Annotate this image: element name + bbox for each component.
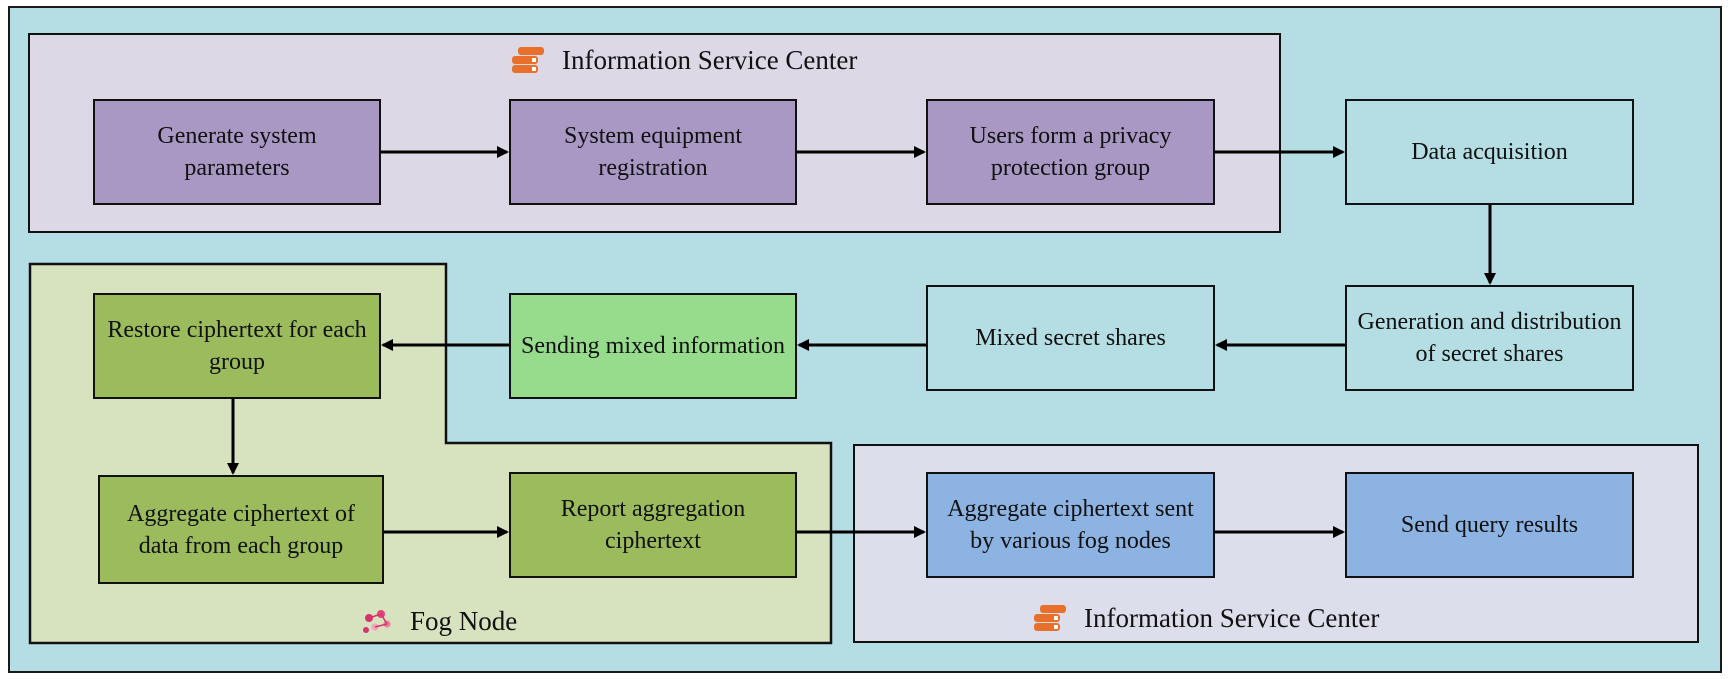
node-report-aggregation-ciphertext: Report aggregation ciphertext bbox=[509, 472, 797, 578]
node-aggregate-group-ciphertext: Aggregate ciphertext of data from each g… bbox=[98, 475, 384, 584]
node-generation-distribution-secret-shares: Generation and distribution of secret sh… bbox=[1345, 285, 1634, 391]
node-generate-system-parameters: Generate system parameters bbox=[93, 99, 381, 205]
node-mixed-secret-shares: Mixed secret shares bbox=[926, 285, 1215, 391]
node-data-acquisition: Data acquisition bbox=[1345, 99, 1634, 205]
fog-panel-title-text: Fog Node bbox=[410, 605, 518, 636]
node-system-equipment-registration: System equipment registration bbox=[509, 99, 797, 205]
node-sending-mixed-information: Sending mixed information bbox=[509, 293, 797, 399]
server-stack-icon bbox=[512, 47, 544, 73]
node-send-query-results: Send query results bbox=[1345, 472, 1634, 578]
node-privacy-protection-group: Users form a privacy protection group bbox=[926, 99, 1215, 205]
fog-panel-title: Fog Node bbox=[360, 601, 517, 641]
top-panel-title: Information Service Center bbox=[510, 40, 857, 80]
bottom-panel-title: Information Service Center bbox=[1032, 598, 1379, 638]
fog-network-icon bbox=[363, 610, 391, 633]
node-aggregate-fog-ciphertext: Aggregate ciphertext sent by various fog… bbox=[926, 472, 1215, 578]
server-stack-icon bbox=[1034, 605, 1066, 631]
bottom-panel-title-text: Information Service Center bbox=[1084, 602, 1380, 633]
node-restore-ciphertext: Restore ciphertext for each group bbox=[93, 293, 381, 399]
top-panel-title-text: Information Service Center bbox=[562, 44, 858, 75]
